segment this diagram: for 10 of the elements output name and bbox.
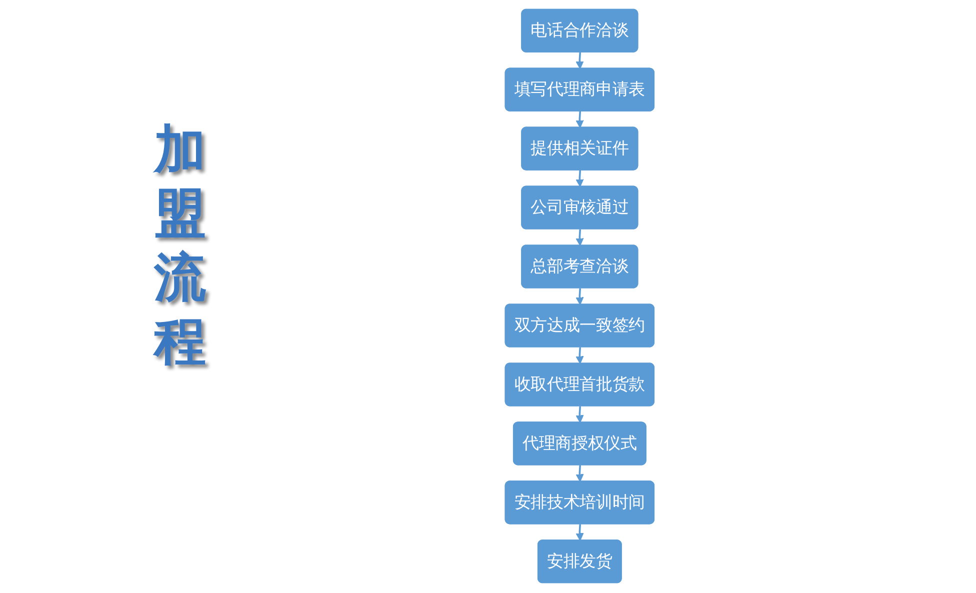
arrow [576,52,584,70]
arrow [576,229,584,246]
arrow [576,524,584,541]
arrow [576,170,584,188]
arrow [576,465,584,482]
arrow [576,347,584,364]
arrow [576,111,584,128]
arrow [576,406,584,423]
vertical-title: 加盟流程 [152,118,207,374]
arrow [576,288,584,305]
